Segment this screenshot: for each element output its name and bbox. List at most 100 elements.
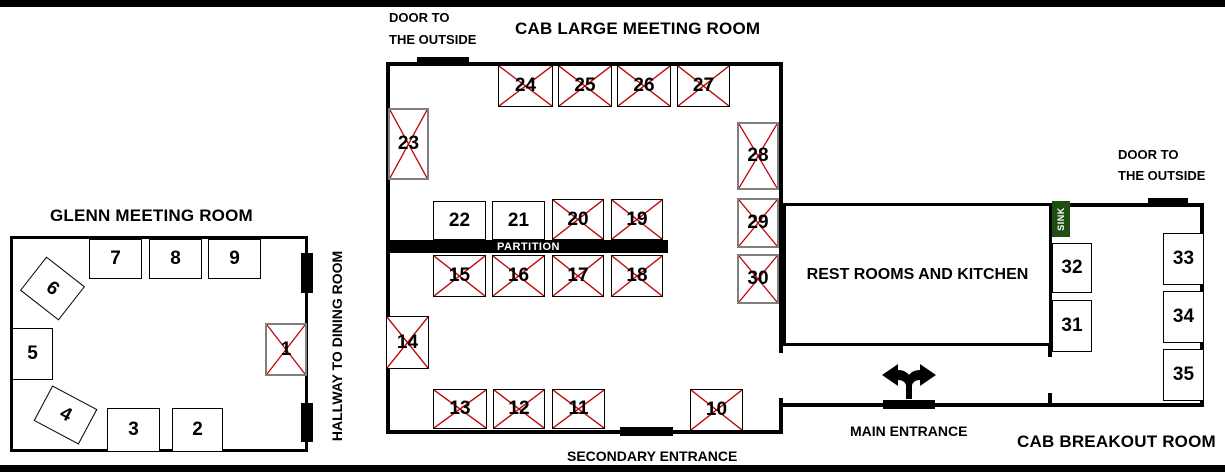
cab-wall-left xyxy=(386,62,390,434)
glenn-door-marker-top xyxy=(301,253,313,293)
table-27: 27 xyxy=(677,65,730,107)
partition-label: PARTITION xyxy=(497,240,560,253)
table-28: 28 xyxy=(737,122,779,190)
table-number: 15 xyxy=(448,265,471,286)
cab-door-outside-label-line2: THE OUTSIDE xyxy=(389,32,477,47)
crossed-out-mark xyxy=(739,124,777,188)
table-number: 32 xyxy=(1061,257,1083,278)
cab-outside-door-marker xyxy=(417,57,469,66)
table-number: 9 xyxy=(229,248,240,269)
table-number: 23 xyxy=(397,133,420,154)
cab-wall-top xyxy=(386,62,783,66)
sink-label: SINK xyxy=(1056,207,1067,231)
table-number: 33 xyxy=(1172,248,1195,269)
table-23: 23 xyxy=(388,108,429,180)
hallway-label: HALLWAY TO DINING ROOM xyxy=(329,250,345,442)
cab-large-room-title: CAB LARGE MEETING ROOM xyxy=(515,19,761,38)
crossed-out-mark xyxy=(434,256,485,296)
table-number: 31 xyxy=(1061,315,1083,336)
two-way-direction-arrow-icon xyxy=(882,364,936,399)
crossed-out-mark xyxy=(553,256,603,296)
main-entrance-door-marker xyxy=(883,400,935,409)
table-5: 5 xyxy=(12,328,53,380)
cab-wall-right-lower xyxy=(779,398,783,434)
crossed-out-mark xyxy=(739,200,777,246)
table-35: 35 xyxy=(1163,349,1204,401)
table-16: 16 xyxy=(492,255,545,297)
crossed-out-mark xyxy=(499,66,552,106)
table-number: 34 xyxy=(1172,306,1195,327)
cab-door-outside-label-line1: DOOR TO xyxy=(389,10,450,25)
table-26: 26 xyxy=(617,65,671,107)
table-number: 4 xyxy=(56,402,76,427)
table-33: 33 xyxy=(1163,233,1204,285)
sink: SINK xyxy=(1052,201,1070,237)
table-18: 18 xyxy=(611,255,663,297)
table-number: 24 xyxy=(514,75,537,96)
table-32: 32 xyxy=(1052,243,1092,293)
bottom-border-bar xyxy=(0,465,1225,472)
breakout-wall-left-stub xyxy=(1048,393,1052,407)
table-number: 6 xyxy=(42,276,64,300)
table-12: 12 xyxy=(493,389,545,429)
breakout-door-outside-label-line1: DOOR TO xyxy=(1118,147,1179,162)
crossed-out-mark xyxy=(691,390,742,430)
table-31: 31 xyxy=(1052,300,1092,352)
crossed-out-mark xyxy=(678,66,729,106)
table-number: 11 xyxy=(568,398,589,419)
restrooms-kitchen-label: REST ROOMS AND KITCHEN xyxy=(806,265,1029,283)
table-number: 26 xyxy=(633,75,655,96)
cab-wall-right-upper xyxy=(779,62,783,353)
table-number: 16 xyxy=(507,265,530,286)
table-number: 30 xyxy=(747,268,769,289)
table-number: 21 xyxy=(507,209,530,231)
table-number: 29 xyxy=(747,212,769,233)
table-20: 20 xyxy=(552,199,604,240)
table-21: 21 xyxy=(492,201,545,240)
table-3: 3 xyxy=(107,408,160,452)
table-number: 18 xyxy=(626,265,648,286)
crossed-out-mark xyxy=(612,200,662,239)
breakout-wall-top xyxy=(1048,203,1204,207)
breakout-door-outside-label-line2: THE OUTSIDE xyxy=(1118,168,1206,183)
table-number: 35 xyxy=(1172,364,1195,385)
table-number: 3 xyxy=(128,419,139,440)
glenn-room-title: GLENN MEETING ROOM xyxy=(50,206,253,225)
crossed-out-mark xyxy=(434,390,486,428)
table-number: 14 xyxy=(396,331,419,353)
table-15: 15 xyxy=(433,255,486,297)
crossed-out-mark xyxy=(559,66,611,106)
table-8: 8 xyxy=(149,239,202,279)
table-22: 22 xyxy=(433,201,486,240)
table-34: 34 xyxy=(1163,291,1204,343)
table-7: 7 xyxy=(89,239,142,279)
table-number: 19 xyxy=(626,208,648,230)
crossed-out-mark xyxy=(493,256,544,296)
table-number: 27 xyxy=(692,75,715,96)
table-29: 29 xyxy=(737,198,779,248)
crossed-out-mark xyxy=(553,200,603,239)
table-number: 7 xyxy=(110,248,121,269)
table-number: 13 xyxy=(449,398,471,419)
crossed-out-mark xyxy=(267,325,305,374)
table-number: 17 xyxy=(567,265,589,286)
table-number: 1 xyxy=(280,338,292,360)
table-2: 2 xyxy=(172,408,223,452)
crossed-out-mark xyxy=(553,390,604,428)
table-1: 1 xyxy=(265,323,307,376)
crossed-out-mark xyxy=(390,110,427,178)
cab-wall-bottom xyxy=(386,430,783,434)
table-11: 11 xyxy=(552,389,605,429)
main-entrance-label: MAIN ENTRANCE xyxy=(850,423,968,439)
breakout-room-title: CAB BREAKOUT ROOM xyxy=(1017,432,1216,451)
glenn-door-marker-bottom xyxy=(301,403,313,442)
table-13: 13 xyxy=(433,389,487,429)
table-number: 2 xyxy=(192,419,203,440)
crossed-out-mark xyxy=(618,66,670,106)
crossed-out-mark xyxy=(387,317,428,368)
restrooms-kitchen-box: REST ROOMS AND KITCHEN xyxy=(783,203,1052,346)
table-17: 17 xyxy=(552,255,604,297)
crossed-out-mark xyxy=(612,256,662,296)
table-number: 5 xyxy=(27,343,38,364)
